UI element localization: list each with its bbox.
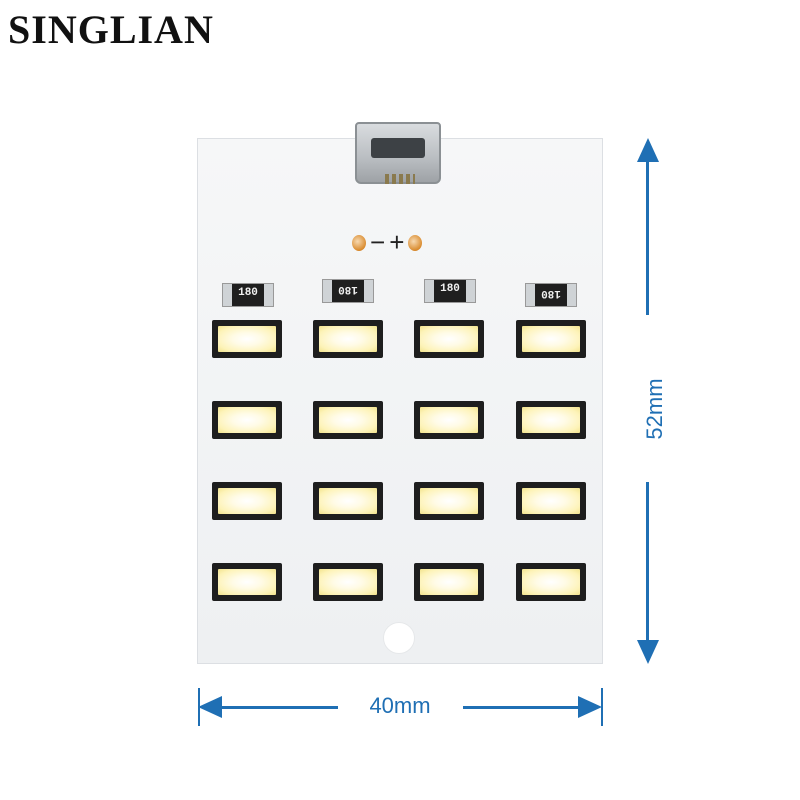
arrow-up-icon (637, 138, 659, 162)
dimension-tick-right (601, 688, 603, 726)
resistor-label: 180 (440, 283, 460, 295)
brand-logo-text: SINGLIAN (8, 7, 214, 52)
resistor: 180 (525, 283, 577, 307)
smd-led (414, 401, 484, 439)
dimension-line-horizontal-right (463, 706, 581, 709)
smd-led (212, 482, 282, 520)
smd-led (212, 320, 282, 358)
resistor-label: 180 (338, 283, 358, 295)
resistor: 180 (222, 283, 274, 307)
smd-led (516, 563, 586, 601)
polarity-plus: + (389, 227, 405, 257)
dimension-line-horizontal-left (220, 706, 338, 709)
smd-led (313, 401, 383, 439)
smd-led (313, 320, 383, 358)
usb-pins (385, 174, 415, 184)
resistor: 180 (322, 279, 374, 303)
width-dimension-label: 40mm (369, 693, 431, 718)
smd-led (212, 563, 282, 601)
smd-led (313, 563, 383, 601)
dimension-line-vertical-bottom (646, 482, 649, 642)
arrow-left-icon (198, 696, 222, 718)
smd-led (516, 401, 586, 439)
smd-led (414, 563, 484, 601)
usb-port-opening (371, 138, 425, 158)
smd-led (313, 482, 383, 520)
arrow-down-icon (637, 640, 659, 664)
solder-pad-negative (352, 234, 366, 251)
smd-led (414, 320, 484, 358)
smd-led (516, 320, 586, 358)
resistor-label: 180 (238, 287, 258, 299)
smd-led (414, 482, 484, 520)
mounting-hole (383, 622, 415, 654)
micro-usb-connector (355, 122, 441, 184)
smd-led (212, 401, 282, 439)
resistor: 180 (424, 279, 476, 303)
resistor-label: 180 (541, 287, 561, 299)
arrow-right-icon (578, 696, 602, 718)
solder-pad-positive (408, 234, 423, 251)
dimension-line-vertical-top (646, 160, 649, 315)
polarity-marking: − + (352, 227, 423, 258)
height-dimension-label: 52mm (642, 378, 667, 440)
smd-led (516, 482, 586, 520)
polarity-minus: − (370, 227, 386, 257)
